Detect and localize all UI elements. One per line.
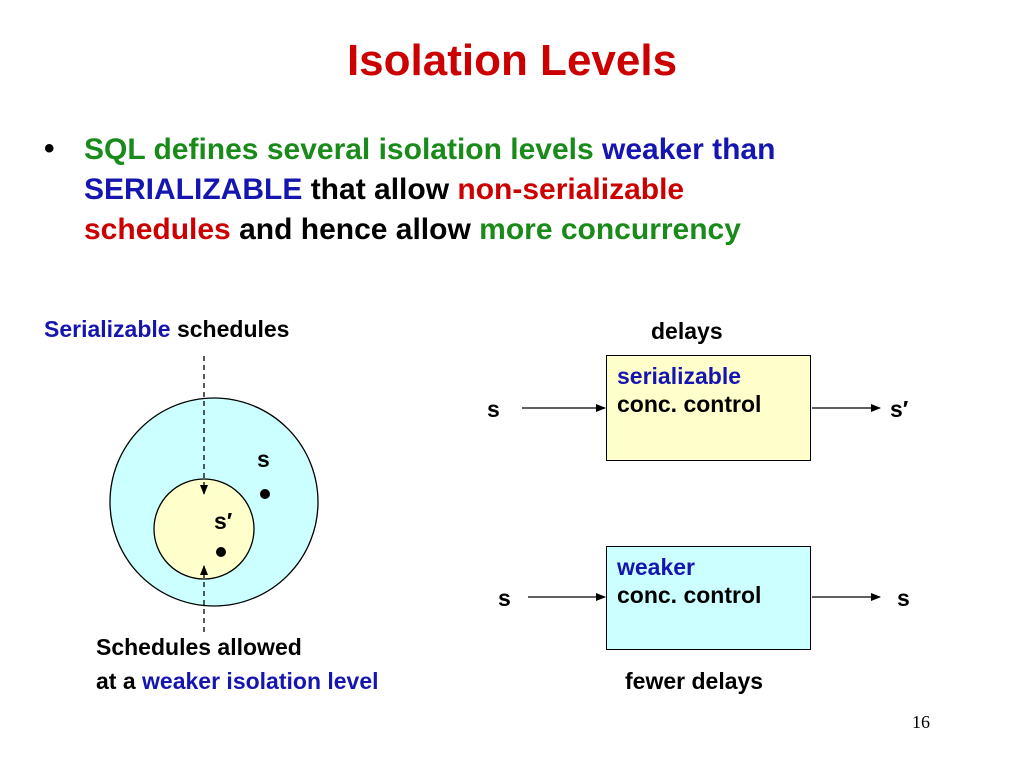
weak-input-label: s xyxy=(498,585,511,611)
venn-bottom-line1: Schedules allowed xyxy=(96,634,302,660)
inner-circle-weaker xyxy=(153,478,255,580)
outer-point-label: s xyxy=(257,446,270,472)
ser-input-label: s xyxy=(487,396,500,422)
weak-box-line2: conc. control xyxy=(617,582,762,608)
bullet-line2-c: non-serializable xyxy=(457,173,685,206)
bullet-line1-b: weaker than xyxy=(602,133,776,166)
bullet-line2-b: that allow xyxy=(310,173,450,206)
bullet-marker: • xyxy=(44,132,55,165)
weaker-cc-box: weaker conc. control xyxy=(606,546,811,650)
venn-top-label-b: schedules xyxy=(176,316,290,342)
delays-label: delays xyxy=(651,318,723,344)
bullet-line3-c: more concurrency xyxy=(479,213,741,246)
inner-point-dot xyxy=(216,547,226,557)
weak-output-label: s xyxy=(897,585,910,611)
serializable-cc-box: serializable conc. control xyxy=(606,355,811,461)
venn-bottom-line2-a: at a xyxy=(96,668,136,694)
ser-output-label: s′ xyxy=(890,396,909,422)
fewer-delays-label: fewer delays xyxy=(625,668,764,694)
page-number: 16 xyxy=(912,712,930,732)
inner-point-label: s′ xyxy=(214,508,233,534)
ser-box-line2: conc. control xyxy=(617,391,762,417)
ser-box-line1: serializable xyxy=(617,363,742,389)
slide-title: Isolation Levels xyxy=(346,36,678,85)
venn-top-label: Serializable schedules xyxy=(44,316,289,343)
bullet-line3-a: schedules xyxy=(84,213,231,246)
venn-top-label-a: Serializable xyxy=(44,316,171,342)
weak-box-line1: weaker xyxy=(617,554,696,580)
outer-point-dot xyxy=(260,489,270,499)
venn-bottom-line2-b: weaker isolation level xyxy=(142,668,379,694)
venn-bottom-line2: at a weaker isolation level xyxy=(96,668,379,695)
bullet-line1-a: SQL defines several isolation levels xyxy=(84,133,594,166)
bullet-line3-b: and hence allow xyxy=(239,213,471,246)
bullet-text: SQL defines several isolation levels wea… xyxy=(84,130,984,250)
bullet-line2-a: SERIALIZABLE xyxy=(84,173,303,206)
